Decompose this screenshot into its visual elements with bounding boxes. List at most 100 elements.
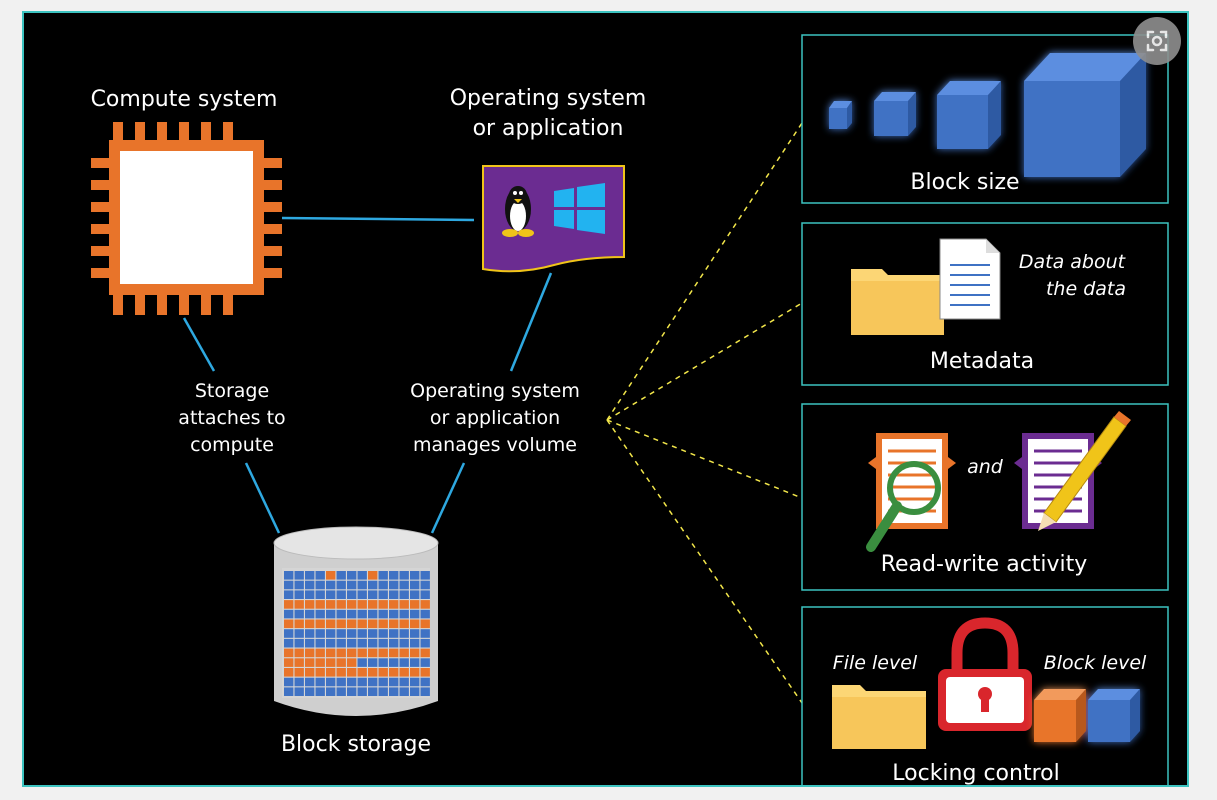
storage-block-cell [284, 668, 294, 677]
storage-block-cell [294, 590, 304, 599]
cube-icon [829, 101, 852, 129]
storage-block-cell [399, 619, 409, 629]
storage-block-cell [420, 668, 430, 677]
cube-icon [1088, 689, 1140, 742]
storage-block-cell [389, 571, 399, 580]
storage-block-cell [305, 648, 315, 658]
connector-chip-label [182, 317, 216, 372]
storage-block-cell [389, 648, 399, 658]
storage-block-cell [357, 668, 367, 677]
storage-block-cell [368, 638, 378, 648]
storage-block-cell [410, 648, 420, 658]
storage-block-cell [420, 687, 430, 696]
storage-block-cell [305, 590, 315, 599]
storage-block-cell [347, 648, 357, 658]
os-icon [482, 165, 625, 273]
metadata-label: Metadata [930, 349, 1034, 374]
storage-block-cell [389, 677, 399, 687]
storage-block-cell [399, 658, 409, 667]
connector-os-label [509, 272, 553, 372]
storage-block-cell [399, 580, 409, 590]
storage-block-cell [315, 658, 325, 667]
storage-block-cell [347, 668, 357, 677]
storage-block-cell [326, 609, 336, 619]
storage-block-cell [399, 677, 409, 687]
storage-block-cell [294, 609, 304, 619]
storage-block-cell [368, 590, 378, 599]
storage-block-cell [284, 638, 294, 648]
storage-block-cell [347, 609, 357, 619]
compute-title: Compute system [91, 87, 278, 112]
database-cylinder-icon [273, 526, 439, 716]
storage-block-cell [294, 571, 304, 580]
block-storage-label: Block storage [281, 732, 431, 757]
storage-block-cell [420, 677, 430, 687]
storage-block-cell [336, 600, 346, 609]
storage-block-cell [336, 687, 346, 696]
chip-icon [91, 122, 282, 315]
storage-block-cell [315, 600, 325, 609]
storage-block-cell [420, 590, 430, 599]
storage-block-cell [420, 658, 430, 667]
storage-block-cell [315, 648, 325, 658]
read-write-label: Read-write activity [881, 552, 1088, 577]
pencil-icon [1038, 411, 1131, 531]
metadata-note-line1: Data about [1019, 251, 1127, 273]
storage-block-cell [336, 677, 346, 687]
storage-block-cell [399, 648, 409, 658]
storage-block-cell [294, 580, 304, 590]
storage-block-cell [315, 619, 325, 629]
storage-block-cell [389, 580, 399, 590]
storage-block-cell [284, 677, 294, 687]
storage-block-cell [410, 668, 420, 677]
storage-block-cell [315, 590, 325, 599]
storage-block-cell [399, 668, 409, 677]
storage-block-cell [347, 687, 357, 696]
panel-locking: File level Block level Locking [801, 606, 1169, 785]
storage-block-cell [294, 619, 304, 629]
connector-manage-storage [430, 462, 466, 534]
storage-block-cell [294, 600, 304, 609]
storage-block-cell [294, 668, 304, 677]
storage-block-cell [357, 638, 367, 648]
storage-block-cell [315, 687, 325, 696]
cube-icon [1024, 53, 1146, 177]
storage-block-cell [336, 580, 346, 590]
screenshot-button[interactable] [1133, 17, 1181, 65]
storage-block-cell [294, 648, 304, 658]
storage-block-cell [347, 619, 357, 629]
storage-block-grid [284, 571, 430, 696]
storage-block-cell [284, 687, 294, 696]
storage-block-cell [294, 687, 304, 696]
storage-block-cell [305, 619, 315, 629]
storage-block-cell [389, 687, 399, 696]
storage-block-cell [305, 658, 315, 667]
storage-block-cell [420, 629, 430, 638]
storage-block-cell [368, 687, 378, 696]
storage-block-cell [305, 629, 315, 638]
storage-block-cell [357, 571, 367, 580]
storage-block-cell [326, 600, 336, 609]
cube-icon [874, 92, 916, 136]
and-text: and [967, 456, 1004, 478]
storage-block-cell [378, 609, 388, 619]
storage-block-cell [326, 677, 336, 687]
storage-block-cell [305, 580, 315, 590]
storage-block-cell [284, 571, 294, 580]
storage-block-cell [389, 590, 399, 599]
storage-block-cell [410, 629, 420, 638]
storage-block-cell [410, 609, 420, 619]
storage-block-cell [315, 571, 325, 580]
storage-block-cell [378, 590, 388, 599]
storage-block-cell [336, 571, 346, 580]
storage-block-cell [347, 629, 357, 638]
storage-block-cell [315, 668, 325, 677]
storage-block-cell [420, 648, 430, 658]
storage-block-cell [294, 638, 304, 648]
magnifier-icon [866, 461, 941, 552]
storage-block-cell [326, 580, 336, 590]
storage-block-cell [336, 638, 346, 648]
storage-block-cell [315, 677, 325, 687]
storage-block-cell [378, 619, 388, 629]
storage-block-cell [378, 638, 388, 648]
